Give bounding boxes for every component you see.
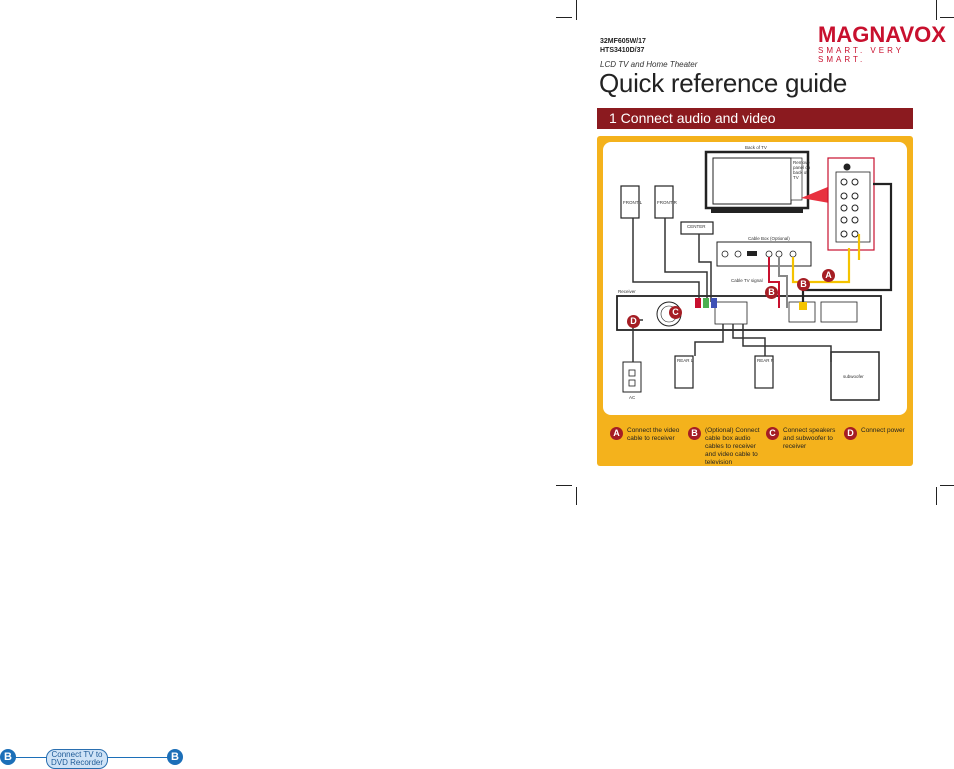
zoom-beam [801,184,835,204]
tv-panel [790,157,803,201]
page-subtitle: LCD TV and Home Theater [600,60,698,69]
wall-outlet [622,361,642,393]
ac-label: AC [629,395,636,400]
receiver-terminal [820,301,858,323]
subwoofer-box [830,351,880,401]
front-right-label: FRONT R [657,200,677,205]
brand-logo: MAGNAVOX SMART. VERY SMART. [818,22,946,65]
model-number: HTS3410D/37 [600,47,645,54]
nav-badge-left[interactable]: B [0,749,16,765]
cable-tv-signal-label: Cable TV signal [731,278,763,283]
crop-mark [576,487,577,505]
rear-left-label: REAR L [677,358,694,363]
speaker-rear-right [754,355,774,389]
crop-mark [556,17,572,18]
step-text: Connect speakers and subwoofer to receiv… [783,427,836,450]
step-badge: B [688,427,701,440]
cable-box-label: Cable Box (Optional) [748,236,790,241]
remove-panel-label: Remove panel on back of TV [793,160,811,180]
crop-mark [936,487,937,505]
marker-b: B [765,286,778,299]
model-number: 32MF605W/17 [600,38,646,45]
crop-mark [936,0,937,20]
speaker-center [680,221,714,235]
page-title: Quick reference guide [599,68,848,98]
section-heading: 1 Connect audio and video [597,108,913,129]
connection-diagram: Back of TV Remove panel on back of TV Ca… [603,142,907,415]
receiver-terminal [714,301,748,325]
wiring-diagram [616,150,893,401]
crop-mark [940,485,954,486]
marker-b: B [797,278,810,291]
step-badge: C [766,427,779,440]
speaker-rear-left [674,355,694,389]
speaker-front-right [654,185,674,219]
video-cable [801,182,893,308]
receiver-label: Receiver [618,289,636,294]
step-text: (Optional) Connect cable box audio cable… [705,427,760,466]
tv-stand [711,208,803,213]
crop-mark [940,17,954,18]
cable-box-audio [768,257,780,308]
subwoofer-label: subwoofer [843,374,864,379]
brand-name: MAGNAVOX [818,22,946,47]
cable-box-audio [778,257,788,308]
marker-a: A [822,269,835,282]
step-text: Connect the video cable to receiver [627,427,680,442]
model-list: 32MF605W/17 HTS3410D/37 [600,37,646,55]
front-left-label: FRONT L [623,200,643,205]
step-text: Connect power [861,427,905,434]
center-label: CENTER [687,224,706,229]
back-of-tv-label: Back of TV [745,145,767,150]
speaker-front-left [620,185,640,219]
brand-tagline: SMART. VERY SMART. [818,46,904,64]
cable-box [716,241,812,267]
section-heading-label: 1 Connect audio and video [609,110,776,126]
rear-right-label: REAR R [757,358,775,363]
crop-mark [576,0,577,20]
step-badge: D [844,427,857,440]
marker-c: C [669,306,682,319]
nav-link-connect-tv-dvd[interactable]: Connect TV to DVD Recorder [46,749,108,769]
nav-badge-right[interactable]: B [167,749,183,765]
tv-screen [712,157,792,205]
crop-mark [556,485,572,486]
connection-panel: Back of TV Remove panel on back of TV Ca… [597,136,913,466]
step-badge: A [610,427,623,440]
marker-d: D [627,315,640,328]
cable-box-port [747,251,757,256]
cable-box-video [791,248,851,284]
tv-antenna-jack [843,163,851,171]
